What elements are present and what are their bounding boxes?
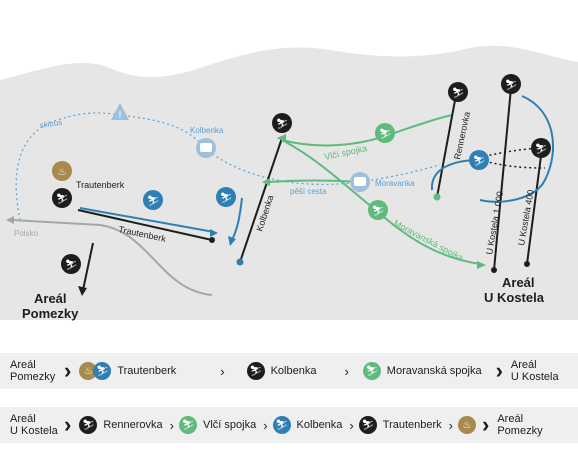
svg-text:⛷: ⛷ [505,79,518,91]
skier-icon: ⛷ [79,416,98,434]
skier-icon: ⛷ [93,362,112,380]
svg-text:⛷: ⛷ [220,192,233,204]
svg-text:⛷: ⛷ [372,205,385,217]
chevron-right-icon: › [220,363,225,379]
svg-text:⛷: ⛷ [276,118,289,130]
label-moravanka-stop: Moravanka [375,179,415,188]
kolbenka-blue-run [231,197,243,241]
svg-text:!: ! [118,110,122,121]
kolbenka-lift-end [236,258,244,266]
chevron-right-icon: › [495,358,503,383]
area-pomezky-line1: Areál [34,291,67,306]
ukostela-blue-run [479,95,555,203]
ski-lift-icon-rennerovka: ⛷ [448,82,468,102]
label-pesi-cesta: pěší cesta [290,187,327,196]
moravanska-spojka-arrow [477,261,486,269]
route2-stop-vlci-spojka: ⛷ Vlčí spojka [179,416,258,434]
polsko-arrow [6,216,14,224]
area-ukostela-line1: Areál [502,275,535,290]
svg-text:⛷: ⛷ [379,128,392,140]
bus-icon-kolbenka [196,138,216,158]
restaurant-icon: ♨ [458,416,477,434]
area-ukostela-line2: U Kostela [484,290,545,305]
area-pomezky-line2: Pomezky [22,306,79,321]
chevron-right-icon: › [344,363,349,379]
kolbenka-blue-arrow [228,236,236,246]
pomezky-lift-line [82,242,94,291]
svg-text:⛷: ⛷ [535,143,548,155]
skier-icon-moravanska: ⛷ [368,200,388,220]
route1-end: Areál U Kostela [510,359,559,383]
trautenberk-lift-line [77,209,213,241]
skier-icon-rennerovka-blue: ⛷ [469,150,489,170]
skier-icon: ⛷ [179,416,197,434]
chevron-right-icon: › [64,412,72,437]
pesi-cesta-arrow [262,178,270,186]
map-lower-band [0,320,578,340]
chevron-right-icon: › [64,358,72,383]
label-skibus: skibus [39,118,63,130]
bus-icon-moravanka [350,172,370,192]
route1-stop-kolbenka: ⛷ Kolbenka [246,362,319,380]
restaurant-icon: ♨ [79,362,98,380]
skier-icon: ⛷ [362,362,381,380]
svg-text:⛷: ⛷ [56,193,69,205]
skibus-route [15,112,441,221]
route-pomezky-to-ukostela: Areál Pomezky › ♨ ⛷ Trautenberk › ⛷ Kolb… [0,353,578,389]
chevron-right-icon: › [349,417,354,433]
skier-icon-kolbenka-blue: ⛷ [216,187,236,207]
route2-stop-trautenberk: ⛷ Trautenberk [358,416,444,434]
route1-start: Areál Pomezky [10,359,56,383]
trautenberk-lift-end [209,237,215,243]
svg-text:♨: ♨ [58,167,67,178]
label-polsko: Polsko [14,229,39,238]
ski-lift-icon-trautenberk: ⛷ [52,188,72,208]
route1-stop-moravanska: ⛷ Moravanská spojka [362,362,484,380]
chevron-right-icon: › [482,412,490,437]
route2-stop-rennerovka: ⛷ Rennerovka [79,416,164,434]
restaurant-icon-map: ♨ [52,161,72,181]
ukostela-400-lift-line [526,147,543,265]
chevron-right-icon: › [448,417,454,433]
ukostela-1000-lift-end [491,267,497,273]
rennerovka-lift-line [436,94,457,198]
svg-text:⛷: ⛷ [452,87,465,99]
route2-stop-kolbenka: ⛷ Kolbenka [272,416,345,434]
ukostela-1000-lift-line [493,87,512,271]
kolbenka-lift-line [239,137,283,263]
ski-lift-icon-pomezky: ⛷ [61,254,81,274]
chevron-right-icon: › [169,417,174,433]
ski-lift-icon-ukostela-400: ⛷ [531,138,551,158]
ski-lift-icon-kolbenka: ⛷ [272,113,292,133]
svg-text:⛷: ⛷ [473,155,486,167]
polsko-path [11,219,213,296]
ski-lift-icon-ukostela-1000: ⛷ [501,74,521,94]
svg-text:⛷: ⛷ [147,195,160,207]
trautenberk-run-blue [79,207,215,233]
route1-stop-trautenberk: ♨ ⛷ Trautenberk [79,362,178,380]
svg-text:⛷: ⛷ [65,259,78,271]
skier-icon: ⛷ [358,416,377,434]
label-kolbenka-stop: Kolbenka [190,126,224,135]
warning-icon: ! [111,103,129,121]
skier-icon: ⛷ [246,362,265,380]
label-trautenberk-lift: Trautenberk [76,180,125,190]
rennerovka-lift-end [433,193,441,201]
trautenberk-run-arrow [210,229,218,237]
route-ukostela-to-pomezky: Areál U Kostela › ⛷ Rennerovka › ⛷ Vlčí … [0,407,578,443]
ski-area-map: ! ♨ ⛷ ⛷ ⛷ ⛷ ⛷ ⛷ ⛷ ⛷ [0,45,578,340]
route2-end: Areál Pomezky [497,413,543,437]
skier-icon: ⛷ [272,416,291,434]
chevron-right-icon: › [263,417,268,433]
ukostela-400-lift-end [524,261,530,267]
route2-start: Areál U Kostela [10,413,58,437]
skier-icon-vlci-spojka: ⛷ [375,123,395,143]
skier-icon-trautenberk-blue: ⛷ [143,190,163,210]
pomezky-lift-arrow [78,286,87,296]
